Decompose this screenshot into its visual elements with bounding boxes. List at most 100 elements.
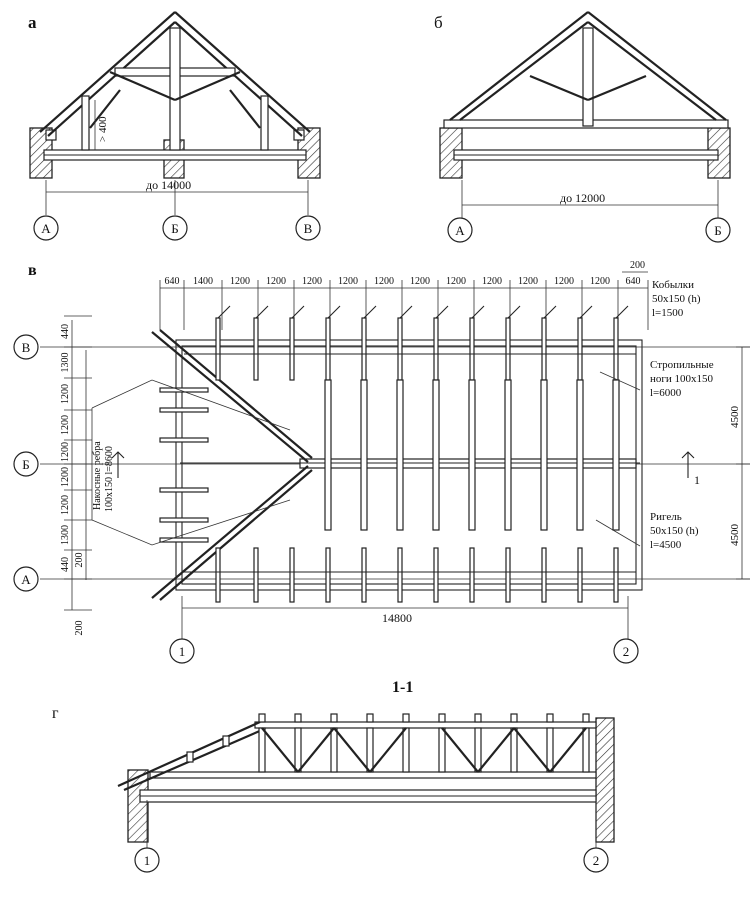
axis-label: Б xyxy=(171,221,178,236)
label-stropila-3: l=6000 xyxy=(650,387,682,399)
dim-top-label: 1200 xyxy=(302,276,322,287)
rafter-leg xyxy=(468,379,476,531)
rafter-bottom xyxy=(541,547,547,603)
section-post-top xyxy=(294,713,302,723)
section-post-top xyxy=(582,713,590,723)
rafter-right xyxy=(174,11,311,133)
panel-b-label: б xyxy=(434,13,443,32)
section-post-top xyxy=(546,713,554,723)
label-stropila-1: Стропильные xyxy=(650,359,714,371)
dim-top-label: 1200 xyxy=(266,276,286,287)
axis-label: А xyxy=(21,572,31,587)
dim-span-b: до 12000 xyxy=(560,191,605,205)
rafter-bottom xyxy=(325,547,331,603)
dim-left-label: 1200 xyxy=(60,384,71,404)
section-post xyxy=(258,727,266,773)
dim-span-a: до 14000 xyxy=(146,178,191,192)
rafter-bottom xyxy=(215,547,221,603)
jack-rafter xyxy=(159,437,209,443)
rafter-tail xyxy=(255,305,269,319)
section-post xyxy=(510,727,518,773)
cut-mark: 1 xyxy=(694,473,700,487)
dim-left-label: 440 xyxy=(60,324,71,339)
section-post xyxy=(438,727,446,773)
section-post xyxy=(294,727,302,773)
section-diagonal xyxy=(549,727,587,773)
dim-top-label: 1200 xyxy=(554,276,574,287)
axis-label: Б xyxy=(22,457,29,472)
axis-label: Б xyxy=(714,223,721,238)
axis-label: А xyxy=(41,221,51,236)
section-members xyxy=(186,713,590,773)
panel-a-truss: а > 400 до 14000 xyxy=(28,11,321,241)
king-post xyxy=(169,27,181,151)
rafter-tail xyxy=(615,305,629,319)
rafter-bottom xyxy=(505,547,511,603)
label-rigel-2: 50x150 (h) xyxy=(650,525,699,537)
dim-top-label: 1200 xyxy=(518,276,538,287)
jack-rafter xyxy=(159,487,209,493)
dim-top-label: 1200 xyxy=(446,276,466,287)
section-post-top xyxy=(366,713,374,723)
rafter-top xyxy=(397,317,403,381)
rafter-top xyxy=(215,317,221,381)
dim-left-label: 1200 xyxy=(60,467,71,487)
rafter-tail xyxy=(327,305,341,319)
rafter-top xyxy=(469,317,475,381)
section-post-top xyxy=(438,713,446,723)
axis-label: 1 xyxy=(144,853,151,868)
axis-label: А xyxy=(455,223,465,238)
panel-v-label: в xyxy=(28,262,37,279)
dim-top-label: 1200 xyxy=(230,276,250,287)
panel-b-truss: б до 12000 А Б xyxy=(434,11,731,243)
rafters xyxy=(159,305,636,603)
rafter-tail xyxy=(217,305,231,319)
section-post-top xyxy=(510,713,518,723)
dim-top-label: 640 xyxy=(626,276,641,287)
rafter-left xyxy=(39,11,176,133)
section-post xyxy=(402,727,410,773)
label-nakos-2: 100x150 l=8600 xyxy=(104,446,115,512)
panel-a-label: а xyxy=(28,13,37,32)
rafter-leg xyxy=(540,379,548,531)
dim-top-label: 1200 xyxy=(338,276,358,287)
rafter-top xyxy=(289,317,295,381)
section-post-top xyxy=(402,713,410,723)
dim-left-label: 1200 xyxy=(60,415,71,435)
rafter-tail xyxy=(507,305,521,319)
panel-g-label: г xyxy=(52,705,59,722)
rafter-bottom xyxy=(613,547,619,603)
section-post xyxy=(330,727,338,773)
label-nakos-1: Накосные ребра xyxy=(92,441,103,510)
label-kobylki-1: Кобылки xyxy=(652,279,694,291)
rafter-tail xyxy=(291,305,305,319)
label-kobylki-3: l=1500 xyxy=(652,307,684,319)
rafter-top xyxy=(361,317,367,381)
rafter-leg xyxy=(432,379,440,531)
rafter-tail xyxy=(471,305,485,319)
rafter-tail xyxy=(543,305,557,319)
dim-left-bottom: 200 xyxy=(74,621,85,636)
rafter-bottom xyxy=(397,547,403,603)
dim-left-label: 1300 xyxy=(60,525,71,545)
section-diagonal xyxy=(441,727,479,773)
dim-top-extra: 200 xyxy=(630,260,645,271)
dim-left-label: 1200 xyxy=(60,495,71,515)
dim-left-label: 440 xyxy=(60,557,71,572)
hip-rafter-bottom xyxy=(151,465,309,599)
jack-rafter xyxy=(159,407,209,413)
section-diagonal xyxy=(297,727,335,773)
rafter-top xyxy=(577,317,583,381)
panel-g-section: 1-1 г 1 2 xyxy=(52,679,615,873)
section-kobylka xyxy=(222,735,230,747)
rafter-leg xyxy=(612,379,620,531)
section-post-top xyxy=(474,713,482,723)
jack-rafter xyxy=(159,517,209,523)
section-diagonal xyxy=(261,727,299,773)
rafter-leg xyxy=(504,379,512,531)
section-post xyxy=(366,727,374,773)
rafter-bottom xyxy=(433,547,439,603)
